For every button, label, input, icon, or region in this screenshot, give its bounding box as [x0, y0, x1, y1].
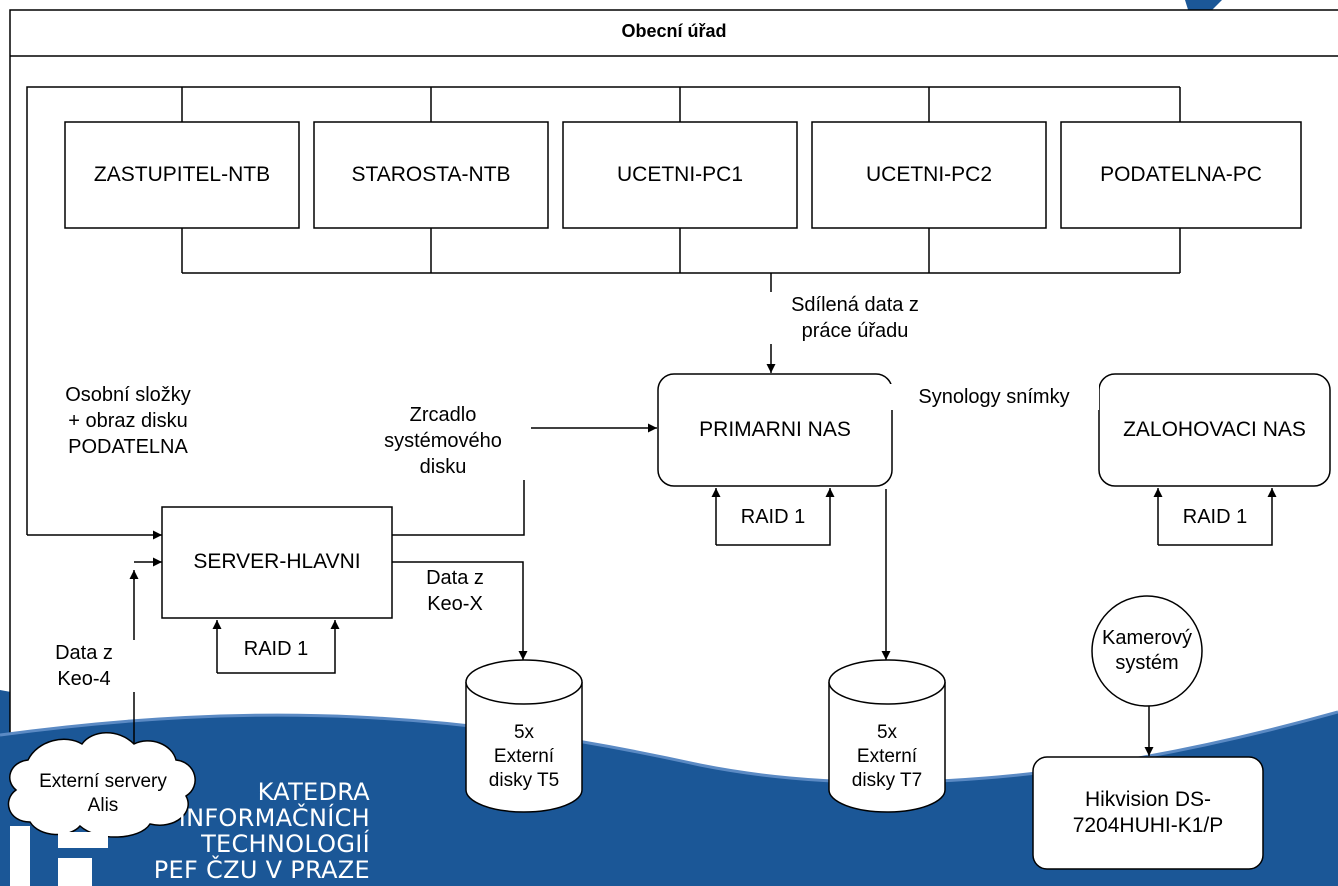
logo-line-3: TECHNOLOGIÍ [201, 830, 370, 858]
workstation-box-zastupitel [64, 121, 300, 229]
workstation-bus-lines [26, 86, 1181, 535]
recorder-box [1032, 756, 1264, 870]
raid-loop-primary-nas [711, 488, 835, 546]
edge-keo-x [392, 561, 528, 660]
workstation-box-podatelna [1060, 121, 1302, 229]
brand-wave-foreground [0, 712, 1338, 886]
edge-label-personal-folders: Osobní složky + obraz disku PODATELNA [65, 384, 191, 458]
server-hlavni-label: SERVER-HLAVNI [193, 550, 361, 574]
primary-nas-box [657, 373, 893, 487]
raid-label-primary-nas: RAID 1 [740, 506, 806, 528]
camera-system-circle [1091, 595, 1203, 707]
workstation-starosta-ntb: STAROSTA-NTB [351, 162, 511, 186]
edge-mirror [392, 423, 657, 536]
workstation-ucetni-pc2: UCETNI-PC2 [865, 162, 992, 186]
raid-loop-server [212, 620, 340, 674]
disks-t7-cylinder [828, 659, 946, 813]
camera-system-label: Kamerový systém [1101, 627, 1193, 674]
disks-t5-label: 5x Externí disky T5 [488, 722, 560, 791]
disks-t7-label: 5x Externí disky T7 [851, 722, 923, 791]
external-servers-label: Externí servery Alis [39, 771, 167, 816]
server-box [161, 506, 393, 619]
logo-line-2: INFORMAČNÍCH [178, 804, 370, 832]
external-servers-cloud [7, 732, 196, 838]
backup-nas-box [1098, 373, 1331, 487]
logo-line-1: KATEDRA [257, 780, 370, 806]
edge-label-keo-x: Data z Keo-X [400, 565, 510, 617]
edge-label-mirror: Zrcadlo systémového disku [355, 402, 531, 480]
department-logo-text: KATEDRA INFORMAČNÍCH TECHNOLOGIÍ PEF ČZU… [150, 780, 370, 886]
logo-line-4: PEF ČZU V PRAZE [153, 856, 370, 884]
raid-label-server: RAID 1 [243, 638, 309, 660]
container-title: Obecní úřad [621, 21, 727, 41]
workstation-box-ucetni2 [811, 121, 1047, 229]
raid-label-backup-nas: RAID 1 [1182, 506, 1248, 528]
workstation-ucetni-pc1: UCETNI-PC1 [616, 162, 743, 186]
edge-label-keo-4: Data z Keo-4 [32, 640, 136, 692]
kit-logo-mark [10, 826, 108, 886]
disks-t5-cylinder [465, 659, 583, 813]
workstation-zastupitel-ntb: ZASTUPITEL-NTB [93, 162, 271, 186]
edge-label-snapshots: Synology snímky [889, 384, 1099, 410]
primary-nas-label: PRIMARNI NAS [699, 417, 851, 441]
recorder-label: Hikvision DS- 7204HUHI-K1/P [1072, 787, 1224, 837]
edge-label-shared-data: Sdílená data z práce úřadu [760, 292, 950, 344]
workstation-box-ucetni1 [562, 121, 798, 229]
backup-nas-label: ZALOHOVACI NAS [1123, 417, 1306, 441]
raid-loop-backup-nas [1153, 488, 1277, 546]
workstation-podatelna-pc: PODATELNA-PC [1100, 162, 1262, 186]
workstation-box-starosta [313, 121, 549, 229]
